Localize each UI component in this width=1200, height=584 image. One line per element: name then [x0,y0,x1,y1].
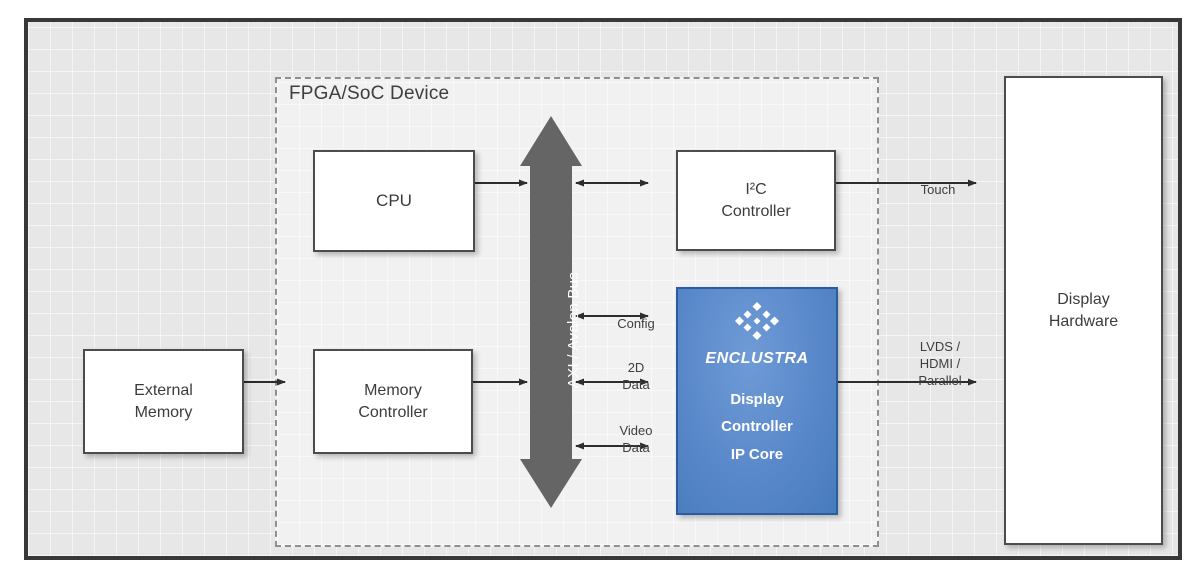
video-data-line-label: Video Data [619,423,653,455]
ip-core-label: Display Controller IP Core [721,390,793,464]
2d-data-line-label: 2D Data [622,360,650,392]
display-hardware-block: Display Hardware [1004,76,1163,545]
enclustra-brand-label: ENCLUSTRA [705,350,809,367]
bus-label: AXI / Avalon Bus [565,271,582,389]
display-out-line-label: LVDS / HDMI / Parallel [918,339,962,388]
diagram-frame: FPGA/SoC Device External Memory CPU Memo… [24,18,1182,560]
touch-line-label: Touch [920,182,956,197]
enclustra-logo-icon [735,302,779,340]
external-memory-block: External Memory [83,349,244,454]
i2c-controller-block: I²C Controller [676,150,836,251]
config-line-label: Config [617,316,655,331]
fpga-soc-region-label: FPGA/SoC Device [289,83,450,104]
display-controller-ip-core-block: ENCLUSTRA Display Controller IP Core [676,287,838,515]
cpu-block: CPU [313,150,475,252]
memory-controller-block: Memory Controller [313,349,473,454]
